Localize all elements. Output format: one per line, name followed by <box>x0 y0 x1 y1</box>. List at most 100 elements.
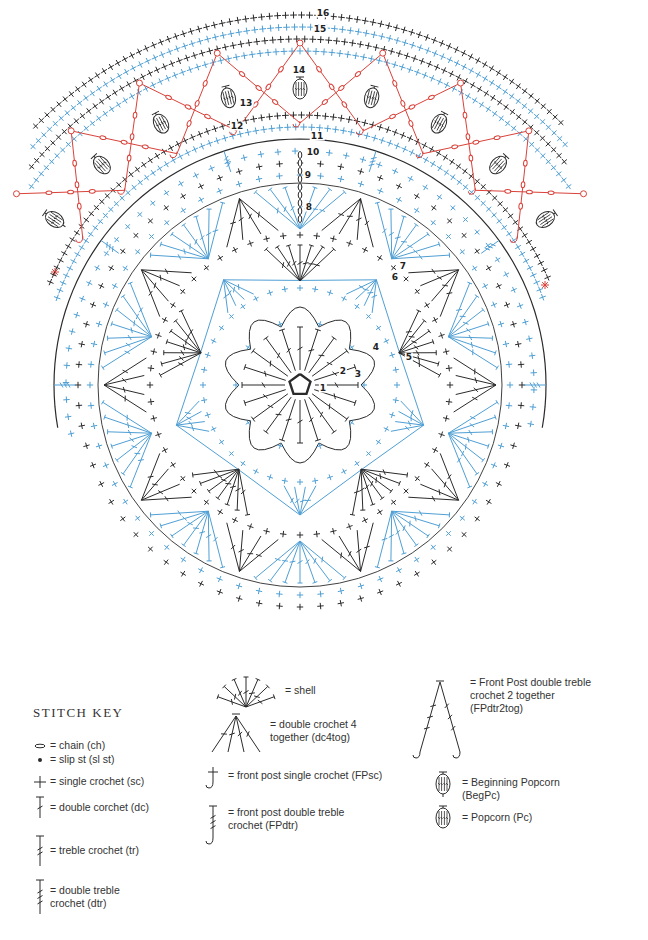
yoke-rows <box>337 50 344 57</box>
yoke-base <box>63 396 69 402</box>
yoke-rows <box>392 129 398 135</box>
yoke-rows <box>103 213 108 218</box>
yoke-rows <box>378 21 385 28</box>
round-6-sc <box>424 302 429 307</box>
round-6-sc <box>204 500 209 505</box>
round-2-loops <box>319 421 351 450</box>
yoke-rows <box>75 251 81 257</box>
round-1-stitches <box>309 336 337 373</box>
yoke-rows <box>282 12 289 19</box>
yoke-rows <box>60 280 66 286</box>
round-7-8 <box>150 511 208 518</box>
yoke-base <box>125 224 130 229</box>
yoke-rows <box>298 112 305 119</box>
yoke-rows <box>151 42 157 48</box>
round-6-sc <box>148 365 154 371</box>
red-chain-zigzag <box>185 104 192 110</box>
round-4-5 <box>161 353 201 366</box>
round-9-sc <box>96 321 102 327</box>
yoke-rows <box>258 114 265 121</box>
yoke-rows <box>79 245 85 251</box>
yoke-rows <box>556 171 561 176</box>
yoke-rows <box>185 150 191 156</box>
stitch-symbol <box>246 694 275 707</box>
red-chain-zigzag <box>46 191 52 195</box>
yoke-base <box>164 190 169 195</box>
yoke-rows <box>74 118 79 123</box>
yoke-rows <box>65 243 71 249</box>
yoke-rows <box>539 294 545 300</box>
yoke-rows <box>370 19 377 26</box>
round-9-sc <box>276 591 282 597</box>
round-7-8 <box>227 199 240 248</box>
round-7-8 <box>208 511 225 568</box>
yoke-rows <box>379 33 386 40</box>
yoke-rows <box>547 109 552 114</box>
yoke-rows <box>203 24 210 31</box>
round-7-8 <box>392 253 450 260</box>
round-9-sc <box>149 531 154 536</box>
popcorns <box>293 77 307 99</box>
yoke-rows <box>404 53 410 59</box>
round-2-loops <box>225 307 374 463</box>
yoke-rows <box>214 137 220 143</box>
round-7-8 <box>101 400 151 433</box>
round-7-8 <box>141 269 191 274</box>
round-6-sc <box>264 528 270 534</box>
yoke-rows <box>545 274 551 280</box>
yoke-rows <box>355 28 362 35</box>
round-6-sc <box>162 317 168 323</box>
yoke-base <box>511 287 517 293</box>
popcorns <box>428 110 451 136</box>
yoke-rows <box>511 126 516 131</box>
round-9-sc <box>396 567 402 573</box>
popcorns <box>152 111 160 117</box>
yoke-rows <box>308 124 315 131</box>
round-9-sc <box>123 499 128 504</box>
yoke-rows <box>237 131 244 138</box>
popcorns <box>300 82 302 96</box>
round-3-sc <box>211 426 216 431</box>
round-7-8 <box>111 321 152 336</box>
yoke-rows <box>330 114 337 121</box>
round-7-8 <box>448 282 472 337</box>
yoke-rows <box>385 22 392 29</box>
round-4-5 <box>372 280 377 313</box>
round-6-sc <box>446 399 452 405</box>
popcorns <box>486 151 511 177</box>
stitch-symbol <box>453 752 460 758</box>
round-3-sc <box>393 397 399 403</box>
round-4-5 <box>361 469 384 500</box>
round-7-8 <box>239 530 244 571</box>
round-3-sc <box>366 314 370 318</box>
round-4-5 <box>224 280 245 300</box>
yoke-rows <box>181 43 187 49</box>
yoke-rows <box>241 52 248 59</box>
yoke-rows <box>108 64 114 70</box>
yoke-rows <box>66 142 71 147</box>
yoke-rows <box>150 82 156 88</box>
yoke-rows <box>47 127 52 132</box>
yoke-rows <box>268 125 275 132</box>
legend-text: = Front Post double treble crochet 2 tog… <box>470 676 600 715</box>
popcorns <box>438 119 446 132</box>
round-9-sc <box>446 234 451 239</box>
round-9-sc <box>338 600 344 606</box>
round-number: 4 <box>372 343 380 352</box>
yoke-rows <box>388 48 395 55</box>
round-6-sc <box>297 232 303 238</box>
round-6-sc <box>204 265 209 270</box>
round-9-sc <box>217 175 223 181</box>
yoke-rows <box>535 98 540 103</box>
yoke-rows <box>105 193 110 198</box>
yoke-rows <box>522 103 527 108</box>
yoke-rows <box>502 225 507 230</box>
yoke-rows <box>189 134 195 140</box>
round-9-sc <box>164 220 169 225</box>
red-chain-zigzag <box>408 120 414 127</box>
popcorns <box>42 208 66 231</box>
round-number: 5 <box>405 353 413 362</box>
round-9-sc <box>482 283 488 289</box>
round-7-8 <box>101 337 151 370</box>
round-4-5 <box>159 245 441 516</box>
